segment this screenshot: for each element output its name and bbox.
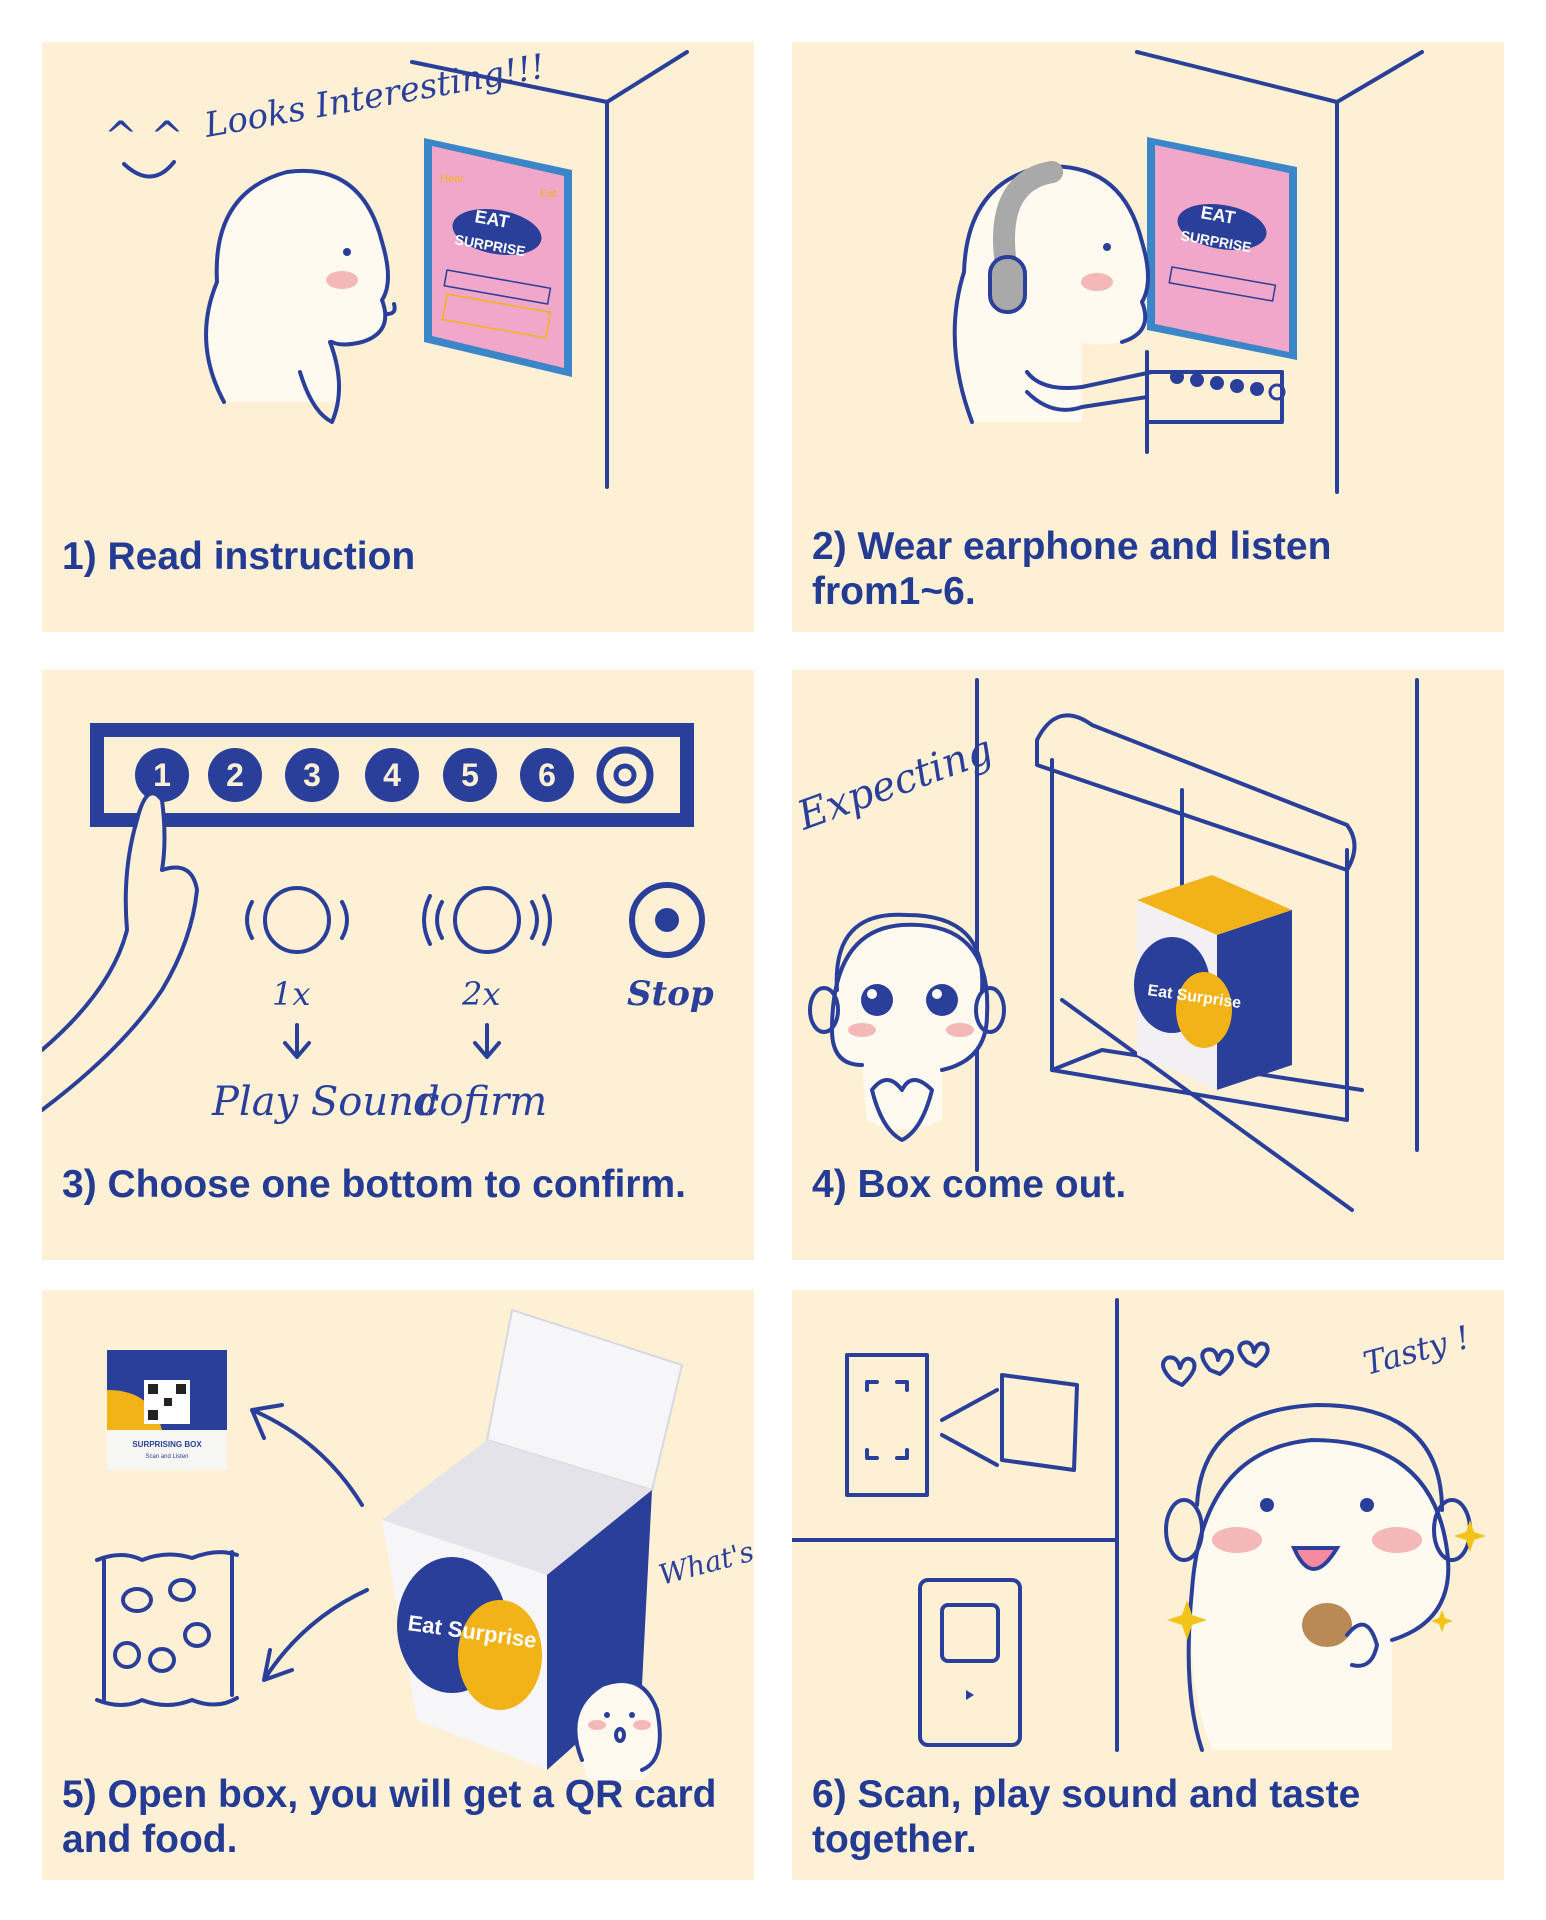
face-text: ^ ^ [104,114,184,160]
card-title: SURPRISING BOX [132,1440,202,1449]
note-expecting: Expecting [792,727,999,840]
poster-2: EAT SURPRISE [1147,137,1297,360]
label-stop: Stop [627,974,714,1014]
food-cookie [1302,1603,1352,1647]
headphone-left-icon [1164,1498,1204,1562]
button-5-label: 5 [461,757,479,793]
panel-4-caption: 4) Box come out. [812,1163,1127,1206]
arrow-down-icon [283,1023,311,1059]
sparkle-icon-3 [1431,1610,1453,1632]
panel-5-illustration: SURPRISING BOX Scan and Listen Eat Surpr… [95,1308,754,1780]
panel-3-caption: 3) Choose one bottom to confirm. [62,1163,686,1206]
button-3-label: 3 [303,757,321,793]
sparkle-icon [1167,1600,1207,1640]
eat-surprise-box: Eat Surprise [1134,875,1292,1090]
panel-6: Tasty ! 6) Scan, play sound and taste to… [792,1290,1504,1880]
poster: EAT SURPRISE Hear Eat [424,138,572,377]
arrow-to-food-icon [262,1588,369,1682]
play-icon [966,1690,974,1700]
button-bar [90,723,694,827]
panel-1-illustration: ^ ^ Looks Interesting!!! EAT SURPRISE He… [104,47,689,489]
snack-bag-icon [95,1550,239,1707]
label-2x: 2x [461,975,500,1013]
panel-3: 1 2 3 4 5 6 1x 2x Stop Play Sound cofirm… [42,670,754,1260]
panel-5: SURPRISING BOX Scan and Listen Eat Surpr… [42,1290,754,1880]
note-whats-that: What's that ??? [655,1503,754,1591]
panel-4-illustration: Eat Surprise Expecting [792,678,1419,1212]
panel-3-illustration: 1 2 3 4 5 6 1x 2x Stop Play Sound cofirm [42,723,714,1125]
note-tasty: Tasty ! [1359,1318,1473,1383]
arrow-to-card-icon [250,1403,364,1507]
button-1-label: 1 [153,757,171,793]
label-play-sound: Play Sound [211,1079,439,1125]
machine-buttons [1170,370,1286,401]
panel-2-caption: 2) Wear earphone and listen from1~6. [812,525,1332,613]
panel-2: EAT SURPRISE 2) Wear earphone and listen… [792,42,1504,632]
card-subtitle: Scan and Listen [145,1454,188,1460]
panel-6-caption: 6) Scan, play sound and taste together. [812,1773,1361,1861]
label-1x: 1x [272,975,310,1013]
open-box: Eat Surprise [382,1308,684,1770]
poster-left: Hear [440,173,464,185]
panel-1: ^ ^ Looks Interesting!!! EAT SURPRISE He… [42,42,754,632]
note-looks-interesting: Looks Interesting!!! [201,47,548,146]
panel-1-caption: 1) Read instruction [62,535,416,578]
label-confirm: cofirm [417,1079,547,1125]
stop-icon [655,908,679,932]
panel-2-illustration: EAT SURPRISE [952,50,1424,494]
button-4-label: 4 [383,757,401,793]
panel-6-illustration: Tasty ! [792,1298,1486,1752]
panel-4: Eat Surprise Expecting 4) Box come out. [792,670,1504,1260]
poster-right: Eat [540,188,557,200]
sparkle-icon-2 [1454,1520,1486,1552]
arrow-down-icon-2 [473,1023,501,1059]
qr-card: SURPRISING BOX Scan and Listen [107,1350,227,1470]
button-6-label: 6 [538,757,556,793]
number-buttons [135,746,654,804]
button-2-label: 2 [226,757,244,793]
heart-icons [1161,1340,1270,1387]
phone-icon [918,1578,1022,1747]
panel-5-caption: 5) Open box, you will get a QR card and … [62,1773,717,1861]
headphone-icon [988,255,1027,314]
scanner-icon [845,1353,929,1497]
